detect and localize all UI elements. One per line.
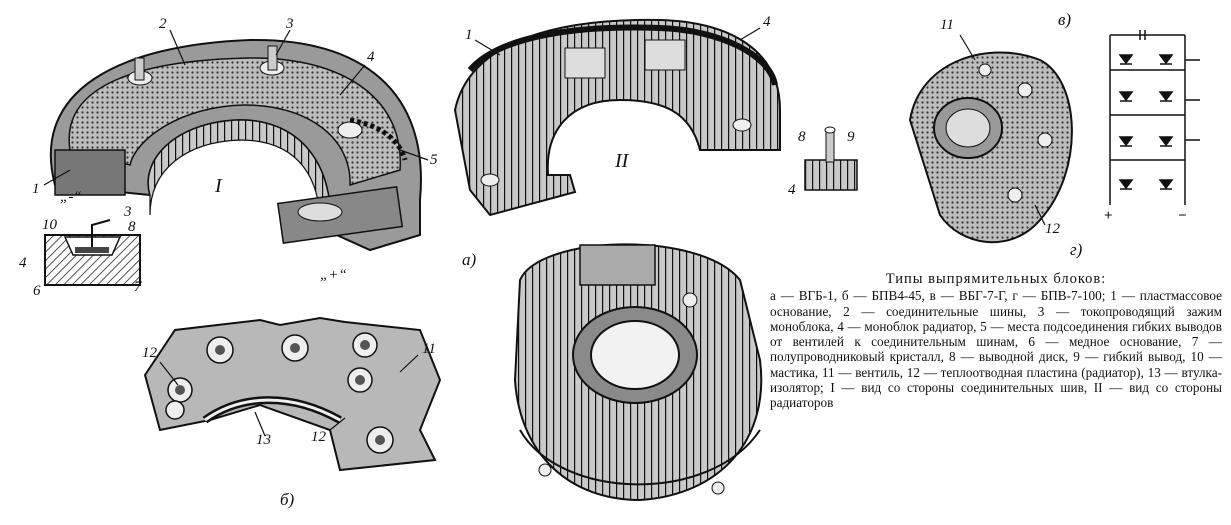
view-two-label: II [615, 150, 629, 172]
caption-body: а — ВГБ-1, б — БПВ4-45, в — ВБГ-7-Г, г —… [770, 288, 1222, 411]
polarity-minus-label: „-“ [60, 189, 82, 205]
label-4: 4 [367, 49, 375, 65]
sublabel-a: а) [462, 250, 477, 269]
label-3: 3 [286, 16, 294, 32]
schematic-plus: + [1104, 208, 1113, 224]
part-label-9: 9 [847, 129, 855, 145]
rectifier-block-type-g [513, 243, 763, 502]
polarity-plus-label: „+“ [320, 267, 347, 283]
diode-with-radiator [804, 126, 858, 191]
view-two-label-4: 4 [763, 14, 771, 30]
rectifier-block-type-b [143, 316, 442, 472]
sublabel-g: г) [1070, 240, 1083, 259]
figure-caption: Типы выпрямительных блоков: а — ВГБ-1, б… [770, 271, 1222, 411]
view-two-label-1: 1 [465, 27, 473, 43]
inset-label-10: 10 [42, 217, 57, 233]
type-b-label-11: 11 [422, 341, 436, 357]
type-b-label-12-right: 12 [311, 429, 326, 445]
crystal-cross-section [44, 219, 141, 286]
type-v-label-12: 12 [1045, 221, 1060, 237]
schematic-minus: − [1178, 208, 1187, 224]
view-one-label: I [215, 175, 222, 197]
inset-label-8: 8 [128, 219, 136, 235]
inset-label-4: 4 [19, 255, 27, 271]
sublabel-b: б) [280, 490, 295, 509]
rectifier-block-view-one [40, 38, 422, 252]
rectifier-block-type-v [908, 51, 1073, 244]
label-5: 5 [430, 152, 438, 168]
inset-label-7: 7 [134, 279, 142, 295]
part-label-8: 8 [798, 129, 806, 145]
caption-title: Типы выпрямительных блоков: [885, 271, 1107, 287]
sublabel-v: в) [1058, 10, 1072, 29]
type-b-label-12-left: 12 [142, 345, 157, 361]
rectifier-block-view-two [453, 18, 781, 217]
bridge-rectifier-schematic [1109, 30, 1200, 205]
label-2: 2 [159, 16, 167, 32]
inset-label-6: 6 [33, 283, 41, 299]
type-b-label-13: 13 [256, 432, 271, 448]
part-label-4: 4 [788, 182, 796, 198]
inset-label-3: 3 [124, 204, 132, 220]
leader-lines [43, 27, 1046, 437]
label-1: 1 [32, 181, 40, 197]
type-v-label-11: 11 [940, 17, 954, 33]
